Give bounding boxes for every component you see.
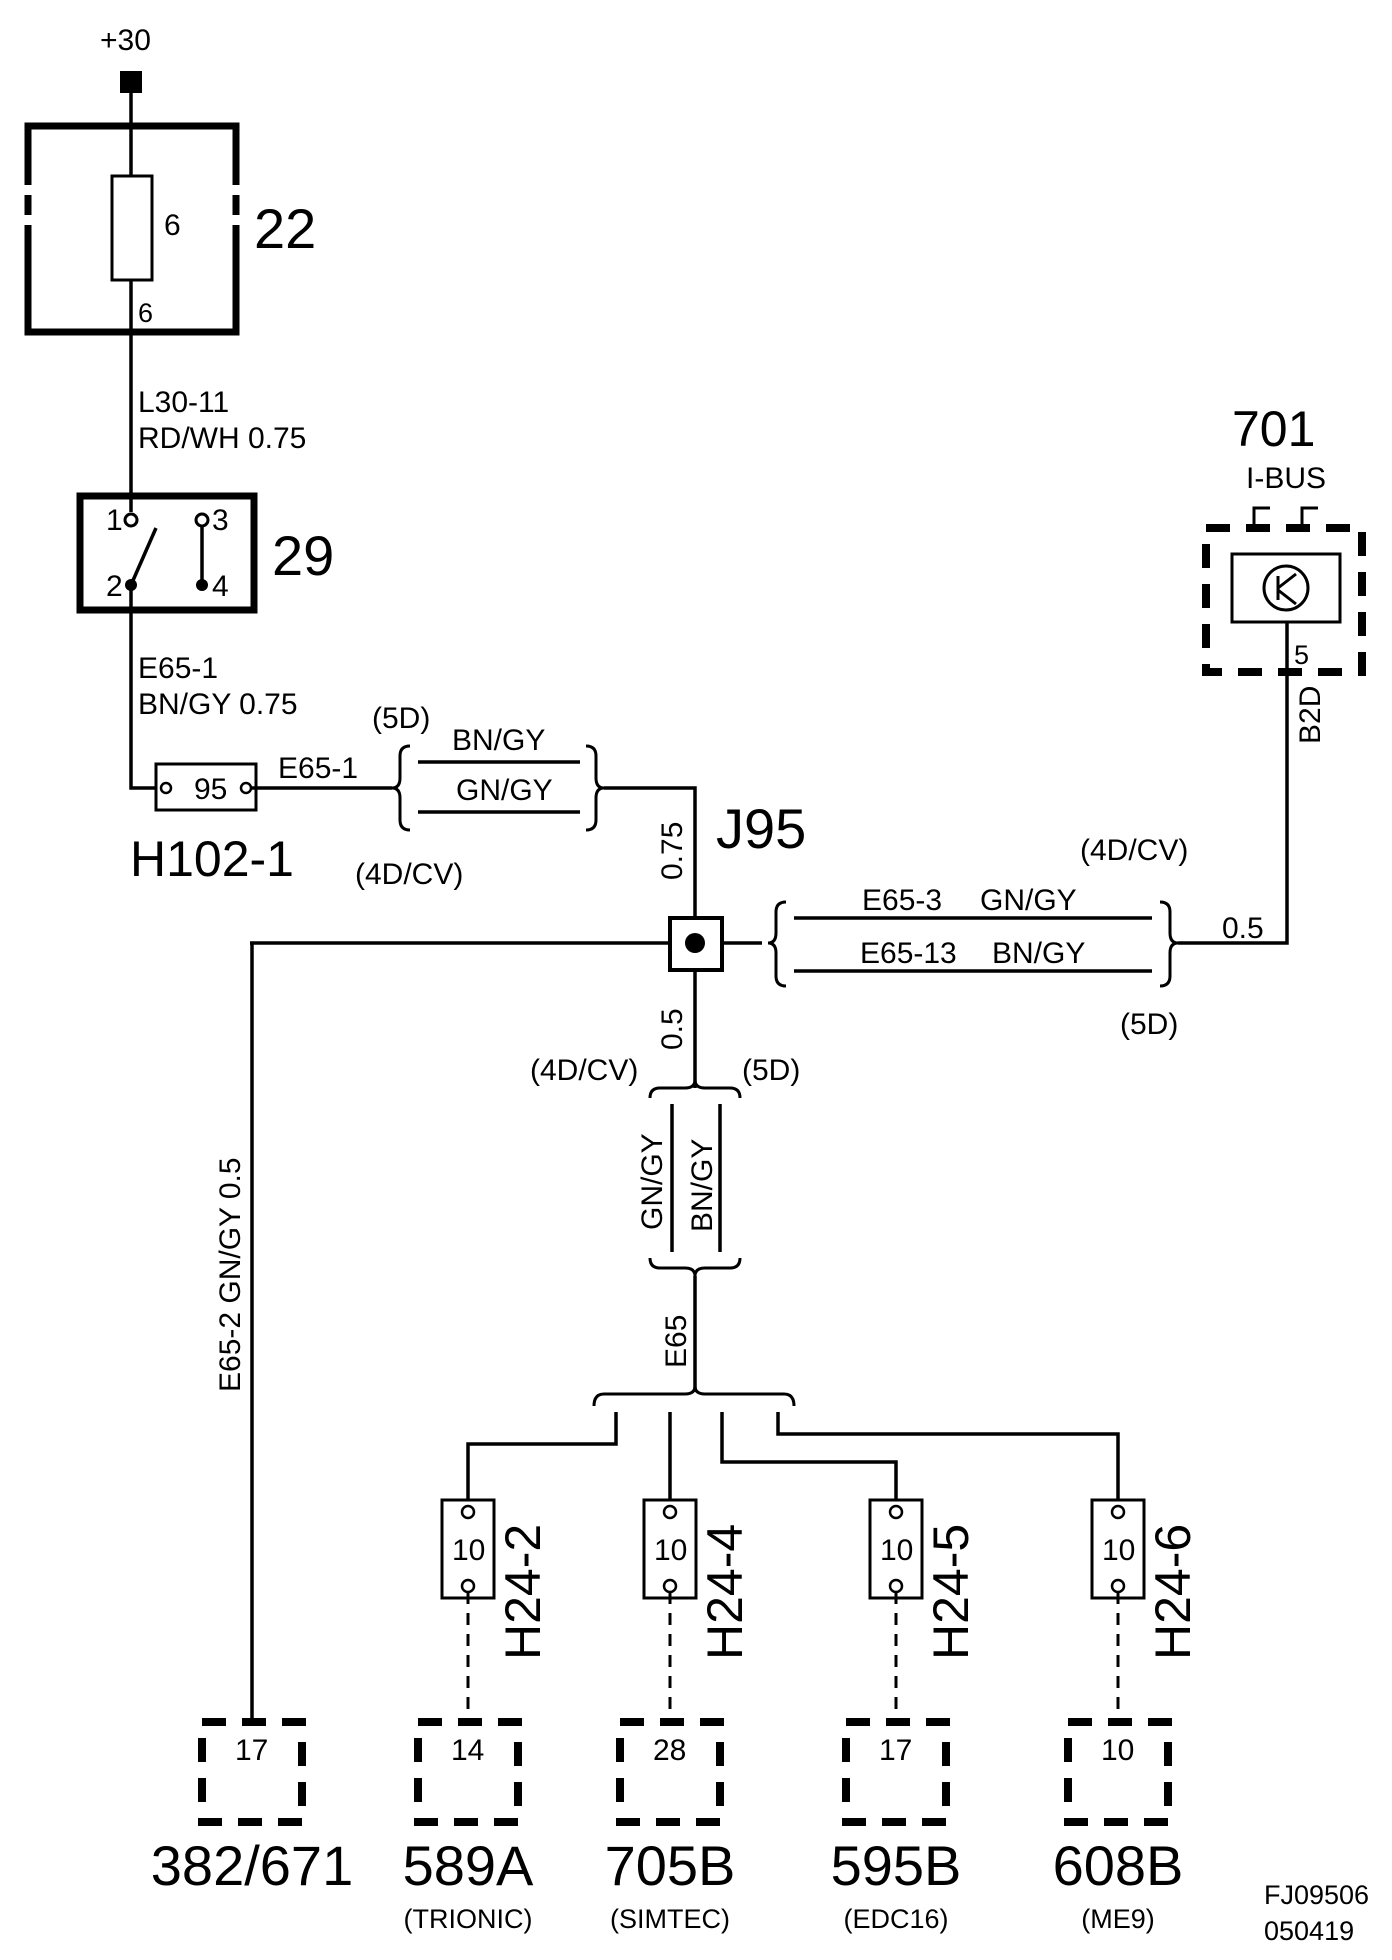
h24-connectors: 10 H24-2 10 H24-4 10 H24-5 10 H24-6	[440, 1498, 1201, 1720]
fuse-box-22	[24, 122, 240, 336]
fuse-symbol	[110, 174, 154, 282]
fuse-box-id: 22	[254, 197, 316, 260]
wire-e65-1	[129, 610, 160, 790]
ibus-wire-label: B2D	[1294, 686, 1327, 744]
h24-id: H24-4	[697, 1524, 753, 1660]
fuse-pin: 6	[138, 298, 153, 328]
junction-j95-dot	[685, 933, 705, 953]
h24-id: H24-2	[495, 1524, 551, 1660]
connector-h102-1	[154, 762, 258, 812]
wire-e65-1-code: E65-1	[138, 652, 218, 685]
wire-l30-11-spec: RD/WH 0.75	[138, 422, 306, 455]
h102-wire-label: E65-1	[278, 752, 358, 785]
module-pin: 10	[1101, 1734, 1134, 1767]
ibus-label: I-BUS	[1246, 462, 1326, 495]
module-pin: 17	[879, 1734, 912, 1767]
ibus-component	[1230, 552, 1342, 624]
wire-to-ibus	[1178, 612, 1289, 945]
switch-29	[76, 492, 258, 614]
h24-pin: 10	[654, 1534, 687, 1567]
switch-pin-2: 2	[106, 570, 123, 603]
switch-id: 29	[272, 524, 334, 587]
ibus-module	[1202, 524, 1366, 676]
h24-pin: 10	[452, 1534, 485, 1567]
h24-connector-3: 10 H24-5	[868, 1498, 979, 1720]
module-subtitle: (EDC16)	[843, 1904, 948, 1934]
wire-to-h24-5	[720, 1412, 898, 1500]
h24-id: H24-5	[923, 1524, 979, 1660]
j95-id: J95	[716, 797, 806, 860]
j95-gauge-bottom: 0.5	[656, 1008, 689, 1050]
ibus-id: 701	[1232, 401, 1315, 457]
module-id: 589A	[403, 1834, 534, 1897]
module-id: 595B	[831, 1834, 962, 1897]
harness-right-color-2: BN/GY	[992, 937, 1085, 970]
module-id: 608B	[1053, 1834, 1184, 1897]
module-subtitle: (SIMTEC)	[610, 1904, 730, 1934]
ibus-connector-pins	[1252, 506, 1318, 528]
wire-to-h24-6	[776, 1412, 1120, 1500]
harness-bottom-5d: (5D)	[742, 1054, 800, 1087]
harness-bottom-split	[648, 1079, 742, 1277]
harness-right-gauge: 0.5	[1222, 912, 1264, 945]
harness-top-color-2: GN/GY	[456, 774, 553, 807]
module-id: 705B	[605, 1834, 736, 1897]
footer-date: 050419	[1264, 1916, 1354, 1946]
modules: 17 382/671 14 589A (TRIONIC) 28 705B (SIMTEC) 17…	[151, 1718, 1184, 1934]
switch-pin-4: 4	[212, 570, 229, 603]
footer-code: FJ09506	[1264, 1880, 1369, 1910]
harness-right-split	[767, 900, 1179, 988]
h24-connector-2: 10 H24-4	[642, 1498, 753, 1720]
h24-id: H24-6	[1145, 1524, 1201, 1660]
distribution-brace	[592, 1385, 796, 1407]
module-id: 382/671	[151, 1834, 353, 1897]
harness-right-wire-2: E65-13	[860, 937, 957, 970]
j95-gauge-top: 0.75	[656, 822, 689, 880]
harness-right-4dcv: (4D/CV)	[1080, 834, 1188, 867]
module-pin: 14	[451, 1734, 484, 1767]
harness-right-5d: (5D)	[1120, 1008, 1178, 1041]
module-pin: 17	[235, 1734, 268, 1767]
harness-right-color-1: GN/GY	[980, 884, 1077, 917]
ibus-pin: 5	[1294, 640, 1309, 670]
module-subtitle: (TRIONIC)	[404, 1904, 533, 1934]
h102-id: H102-1	[130, 831, 294, 887]
harness-right-wire-1: E65-3	[862, 884, 942, 917]
switch-pin-3: 3	[212, 504, 229, 537]
module-2: 14 589A (TRIONIC)	[403, 1718, 534, 1934]
harness-top-color-1: BN/GY	[452, 724, 545, 757]
module-5: 10 608B (ME9)	[1053, 1718, 1184, 1934]
module-4: 17 595B (EDC16)	[831, 1718, 962, 1934]
supply-terminal	[120, 71, 142, 93]
supply-label: +30	[100, 24, 151, 57]
h24-connector-1: 10 H24-2	[440, 1498, 551, 1720]
module-3: 28 705B (SIMTEC)	[605, 1718, 736, 1934]
wire-l30-11-code: L30-11	[138, 386, 229, 419]
module-1: 17 382/671	[151, 1718, 353, 1897]
harness-top-5d: (5D)	[372, 702, 430, 735]
harness-bottom-color-2: BN/GY	[686, 1139, 719, 1232]
wire-e65-label: E65	[660, 1315, 693, 1368]
wire-e65-1-spec: BN/GY 0.75	[138, 688, 298, 721]
h24-pin: 10	[880, 1534, 913, 1567]
h24-connector-4: 10 H24-6	[1090, 1498, 1201, 1720]
harness-bottom-color-1: GN/GY	[636, 1133, 669, 1230]
h102-pin: 95	[194, 773, 227, 806]
wire-to-j95	[604, 786, 697, 920]
module-pin: 28	[653, 1734, 686, 1767]
wire-e65-2-label: E65-2 GN/GY 0.5	[214, 1157, 247, 1392]
harness-top-4dcv: (4D/CV)	[355, 858, 463, 891]
wire-to-h24-2	[466, 1412, 618, 1500]
h24-pin: 10	[1102, 1534, 1135, 1567]
switch-pin-1: 1	[106, 504, 123, 537]
module-subtitle: (ME9)	[1081, 1904, 1155, 1934]
fuse-number: 6	[164, 209, 181, 242]
harness-bottom-4dcv: (4D/CV)	[530, 1054, 638, 1087]
ibus-transistor-icon	[1262, 564, 1310, 612]
